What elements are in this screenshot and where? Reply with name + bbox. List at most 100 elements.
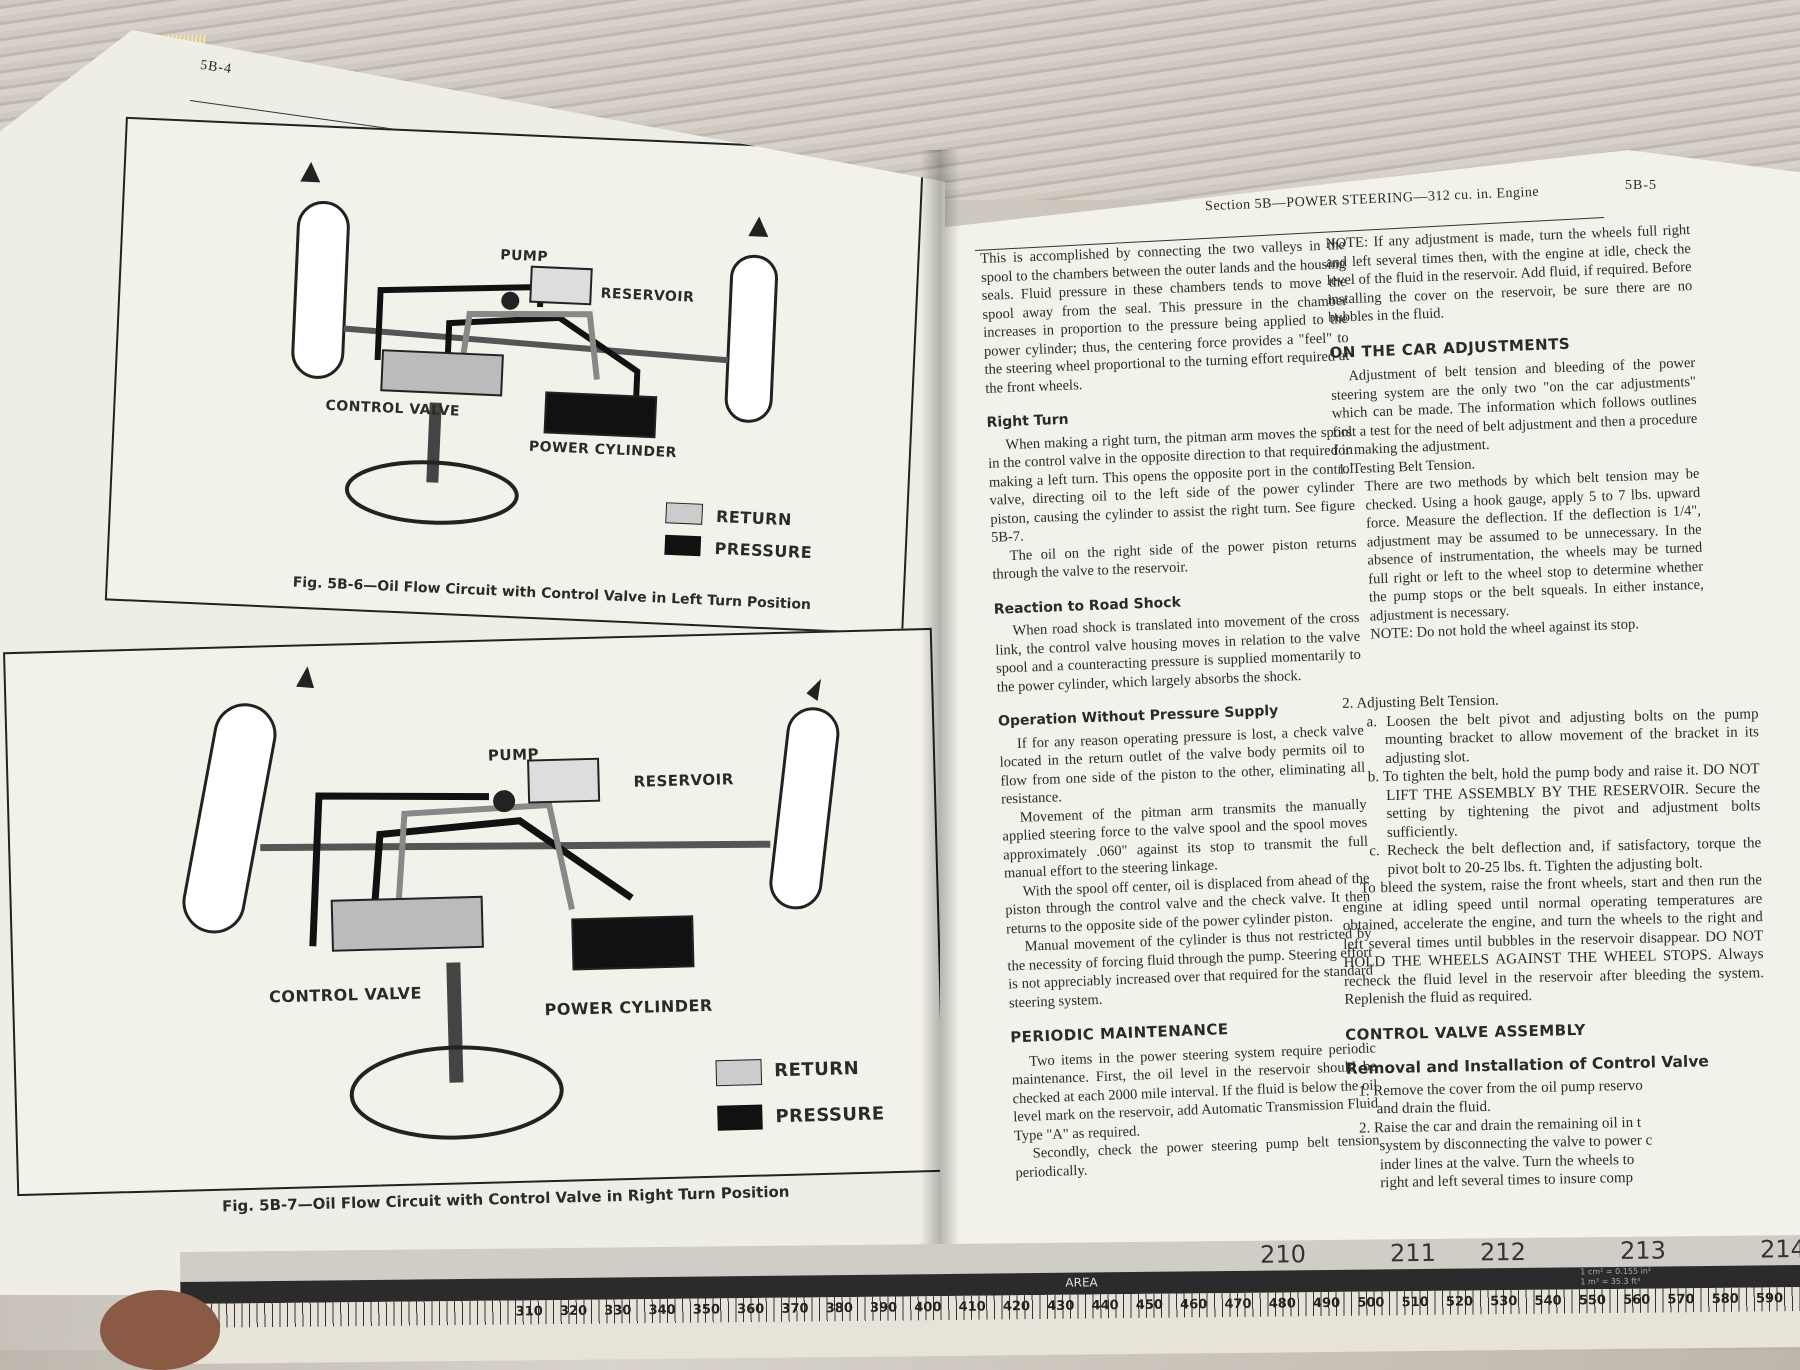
paragraph: To bleed the system, raise the front whe… — [1342, 872, 1765, 1008]
ruler-tick-label: 380 — [825, 1300, 853, 1317]
return-line — [459, 310, 600, 380]
direction-arrow-icon — [300, 161, 321, 183]
ruler-tick-label: 310 — [515, 1304, 543, 1320]
figure-5b-7: PUMP RESERVOIR CONTROL VALVE POWER CYLIN… — [3, 627, 945, 1197]
paragraph: Two items in the power steering system r… — [1011, 1039, 1379, 1144]
paragraph: This is accomplished by connecting the t… — [980, 236, 1350, 397]
column-left: This is accomplished by connecting the t… — [980, 236, 1381, 1182]
power-cylinder — [571, 915, 695, 971]
list-item: b. To tighten the belt, hold the pump bo… — [1367, 761, 1761, 841]
ruler-tick-label: 480 — [1268, 1296, 1296, 1312]
legend-pressure-swatch — [717, 1104, 763, 1131]
ruler: 210 211 212 213 214 AREA 1 cm² = 0.155 i… — [180, 1234, 1800, 1364]
ruler-tick-label: 510 — [1401, 1294, 1429, 1311]
ruler-conversion: 1 cm² = 0.155 in² — [1580, 1266, 1652, 1277]
pump — [493, 790, 516, 813]
direction-arrow-icon — [806, 678, 822, 701]
page-number: 5B-4 — [199, 57, 233, 78]
return-line — [394, 801, 575, 925]
ruler-number: 210 — [1259, 1240, 1307, 1269]
ruler-tick-label: 470 — [1224, 1296, 1252, 1313]
ruler-tick-label: 450 — [1135, 1297, 1164, 1313]
ruler-tick-label: 320 — [559, 1303, 588, 1320]
control-valve — [330, 895, 484, 952]
paragraph: If for any reason operating pressure is … — [999, 722, 1366, 808]
ruler-number: 212 — [1479, 1237, 1527, 1267]
tie-rod — [343, 325, 729, 364]
ruler-tick-label: 430 — [1047, 1298, 1075, 1314]
list-item: a. Loosen the belt pivot and adjusting b… — [1366, 705, 1760, 767]
ruler-tick-label: 350 — [692, 1302, 721, 1318]
reservoir-label: RESERVOIR — [633, 770, 734, 791]
pump-label: PUMP — [499, 247, 549, 266]
power-cylinder — [543, 391, 658, 439]
column-right-top: NOTE: If any adjustment is made, turn th… — [1325, 221, 1705, 645]
column-right-bottom: 2. Adjusting Belt Tension. a. Loosen the… — [1338, 686, 1768, 1193]
ruler-tick-label: 490 — [1312, 1295, 1341, 1312]
ruler-tick-label: 550 — [1578, 1293, 1606, 1309]
control-valve-label: CONTROL VALVE — [268, 983, 423, 1007]
ruler-tick-label: 460 — [1180, 1297, 1208, 1313]
ruler-tick-label: 530 — [1490, 1293, 1518, 1310]
paragraph: When road shock is translated into movem… — [995, 609, 1362, 696]
ruler-tick-label: 400 — [914, 1300, 942, 1316]
steering-wheel — [344, 460, 519, 525]
ruler-tick-label: 570 — [1667, 1292, 1695, 1308]
paragraph: Movement of the pitman arm transmits the… — [1002, 796, 1369, 882]
ruler-tick-label: 560 — [1623, 1292, 1651, 1308]
ruler-conversion: 1 m³ = 35.3 ft³ — [1580, 1276, 1641, 1287]
paragraph: Manual movement of the cylinder is thus … — [1007, 925, 1374, 1011]
ruler-tick-label: 580 — [1711, 1291, 1739, 1307]
list-item-text: There are two methods by which belt tens… — [1364, 465, 1705, 625]
legend-pressure-swatch — [664, 534, 702, 557]
ruler-number: 213 — [1619, 1236, 1667, 1265]
steering-wheel — [349, 1045, 564, 1140]
direction-arrow-icon — [296, 666, 315, 689]
ruler-tick-label: 370 — [781, 1301, 809, 1317]
ruler-tick-label: 540 — [1534, 1293, 1562, 1309]
ruler-tick-label: 440 — [1091, 1298, 1119, 1314]
left-wheel — [182, 703, 277, 934]
ruler-number: 211 — [1389, 1238, 1437, 1268]
page-number: 5B-5 — [1625, 178, 1657, 193]
ruler-tick-label: 390 — [869, 1300, 898, 1316]
pump — [501, 291, 520, 310]
book-gutter — [920, 150, 960, 1270]
section-heading: CONTROL VALVE ASSEMBLY — [1344, 1020, 1586, 1044]
paragraph: Adjustment of belt tension and bleeding … — [1330, 354, 1698, 459]
legend-return-label: RETURN — [773, 1057, 860, 1082]
control-valve — [380, 349, 504, 397]
ruler-tick-label: 330 — [604, 1303, 632, 1319]
left-page: 5B-4 MAINTENANCE MANUAL PUMP RESERVOIR C… — [0, 30, 945, 1295]
pump-label: PUMP — [487, 745, 540, 765]
steering-column — [446, 962, 464, 1083]
oil-flow-diagram-left-turn — [291, 161, 778, 557]
legend-pressure-label: PRESSURE — [775, 1103, 885, 1128]
oil-flow-diagram-right-turn — [182, 666, 840, 1140]
left-wheel — [291, 201, 350, 379]
right-page: 5B-5 Section 5B—POWER STEERING—312 cu. i… — [940, 150, 1800, 1260]
paragraph: When making a right turn, the pitman arm… — [987, 423, 1356, 546]
ruler-tick-label: 410 — [958, 1299, 986, 1315]
pressure-line — [309, 792, 634, 947]
thumb — [100, 1290, 220, 1370]
right-wheel — [724, 254, 778, 423]
reservoir — [529, 265, 593, 306]
legend-return-label: RETURN — [715, 506, 793, 530]
direction-arrow-icon — [748, 216, 769, 237]
ruler-tick-label: 360 — [737, 1301, 765, 1318]
ruler-number: 214 — [1759, 1234, 1800, 1264]
tie-rod — [260, 840, 771, 852]
ruler-tick-label: 500 — [1357, 1295, 1385, 1311]
right-wheel — [769, 707, 840, 910]
ruler-tick-label: 420 — [1002, 1299, 1031, 1315]
ruler-area-label: AREA — [1065, 1275, 1098, 1290]
note: NOTE: If any adjustment is made, turn th… — [1325, 221, 1693, 326]
legend-return-swatch — [665, 502, 704, 525]
steering-column — [426, 402, 442, 483]
legend-return-swatch — [715, 1059, 763, 1087]
reservoir — [527, 757, 601, 804]
ruler-tick-label: 590 — [1755, 1291, 1784, 1307]
ruler-tick-label: 340 — [648, 1302, 676, 1319]
ruler-tick-label: 520 — [1445, 1294, 1474, 1310]
